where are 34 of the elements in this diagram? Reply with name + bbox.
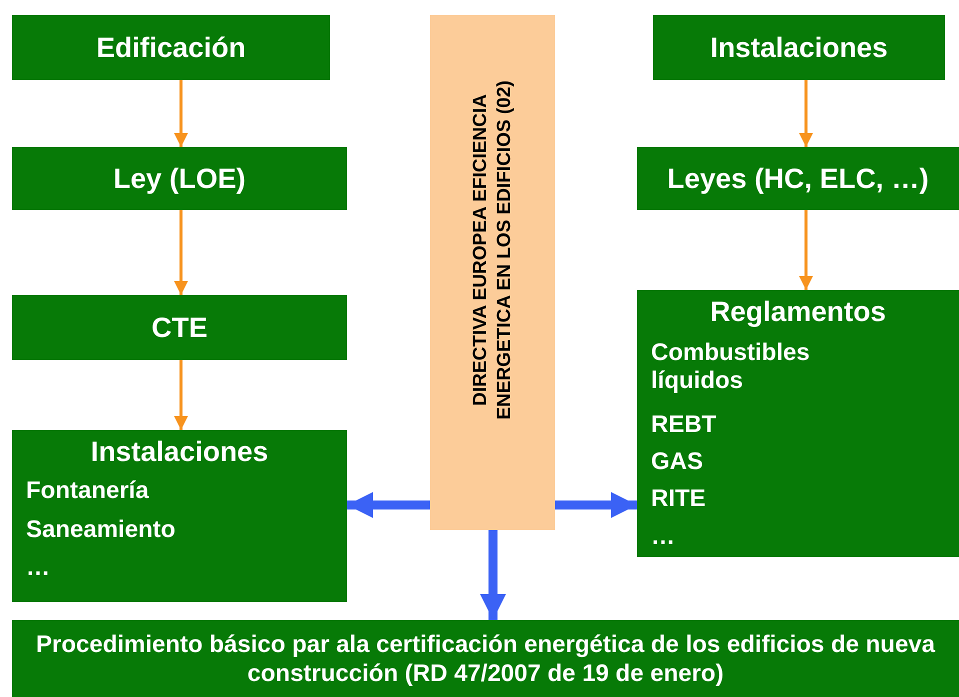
box-label: Edificación [95,32,247,64]
result-box [12,620,959,697]
box-label: Ley (LOE) [112,162,247,194]
arrow [799,210,813,290]
arrow [480,530,506,620]
list-item: … [26,554,50,582]
list-item: … [651,523,675,551]
box-label: Leyes (HC, ELC, …) [666,162,930,194]
arrow [799,80,813,147]
vertical-label: DIRECTIVA EUROPEA EFICIENCIA ENERGETICA EN LOS EDIFICIOS (02) [468,79,516,422]
arrow [555,492,637,518]
list-item: GAS [651,448,704,476]
arrow [174,360,188,430]
list-box [12,430,347,602]
process-box [12,15,330,80]
arrow [174,210,188,295]
list-item: Fontanería [26,477,149,505]
arrow [174,80,188,147]
process-box [637,147,959,210]
directive-band [430,15,555,530]
list-item: REBT [651,411,716,439]
process-box [12,147,347,210]
box-label: Procedimiento básico par ala certificación energética de los edificios de nueva construcción (RD 47/2007 de 19 de enero) [35,630,936,688]
process-box [653,15,945,80]
list-box [637,290,959,557]
box-label: CTE [150,312,208,344]
list-item: RITE [651,485,706,513]
process-box [12,295,347,360]
list-item: Saneamiento [26,516,176,544]
box-heading: Reglamentos [709,296,887,328]
box-label: Instalaciones [709,32,889,64]
arrow [347,492,430,518]
box-heading: Instalaciones [90,436,270,468]
list-item: Combustibles líquidos [651,339,811,395]
